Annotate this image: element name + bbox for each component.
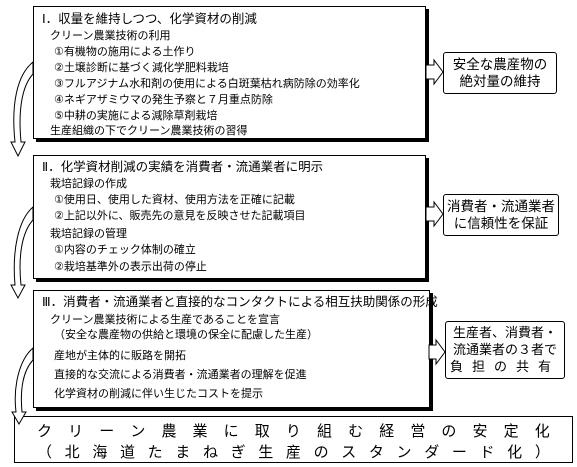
section-1-heading: Ⅰ．収量を維持しつつ、化学資材の削減 bbox=[42, 11, 257, 26]
conclusion-char: 組 bbox=[316, 422, 332, 440]
conclusion-char: 農 bbox=[161, 422, 177, 440]
conclusion-char: 化 bbox=[507, 443, 523, 461]
section-1-line: ②土壌診断に基づく減化学肥料栽培 bbox=[54, 61, 229, 74]
result-1-line: 安全な農産物の bbox=[452, 57, 548, 73]
conclusion-char: の bbox=[441, 422, 457, 440]
result-2-line: 消費者・流通業者 bbox=[447, 199, 555, 215]
curved-down-arrow-icon bbox=[11, 346, 34, 425]
result-box-2: 消費者・流通業者 に信頼性を保証 bbox=[443, 194, 559, 236]
conclusion-char: ー bbox=[451, 443, 467, 461]
section-3-line: 化学資材の削減に伴い生じたコストを提示 bbox=[54, 387, 263, 400]
section-2-line: ①使用日、使用した資材、使用方法を正確に記載 bbox=[54, 193, 295, 206]
section-3-line: 産地が主体的に販路を開拓 bbox=[54, 349, 186, 362]
section-3-line: 直接的な交流による消費者・流通業者の理解を促進 bbox=[54, 368, 307, 381]
conclusion-char: ク bbox=[37, 422, 53, 440]
curved-down-arrow-icon bbox=[10, 205, 34, 300]
result-3-line: 負担の共有 bbox=[449, 360, 560, 375]
section-2-line: 栽培記録の作成 bbox=[50, 177, 127, 190]
conclusion-char: 生 bbox=[258, 443, 274, 461]
section-2-line: ②上記以外に、販売先の意見を反映させた記載項目 bbox=[54, 209, 306, 222]
conclusion-char: ね bbox=[202, 443, 218, 461]
result-1-line: 絶対量の維持 bbox=[459, 74, 541, 90]
conclusion-line-1: クリーン農業に取り組む経営の安定化 bbox=[37, 420, 550, 441]
conclusion-char: た bbox=[147, 443, 163, 461]
right-arrow-icon bbox=[425, 58, 444, 86]
right-arrow-icon bbox=[425, 200, 444, 228]
conclusion-char: に bbox=[223, 422, 239, 440]
conclusion-box: クリーン農業に取り組む経営の安定化 （北海道たまねぎ生産のスタンダード化） bbox=[14, 416, 573, 463]
section-3-heading: Ⅲ．消費者・流通業者と直接的なコンタクトによる相互扶助関係の形成 bbox=[42, 294, 438, 309]
conclusion-char: ン bbox=[130, 422, 146, 440]
conclusion-char: 取 bbox=[254, 422, 270, 440]
conclusion-char: り bbox=[285, 422, 301, 440]
conclusion-char: 産 bbox=[285, 443, 301, 461]
section-2-line: 栽培記録の管理 bbox=[50, 227, 127, 240]
conclusion-char: ダ bbox=[424, 443, 440, 461]
section-1-box: Ⅰ．収量を維持しつつ、化学資材の削減 クリーン農業技術の利用 ①有機物の施用によ… bbox=[33, 6, 426, 139]
result-2-line: に信頼性を保証 bbox=[453, 216, 549, 232]
result-box-1: 安全な農産物の 絶対量の維持 bbox=[443, 52, 557, 94]
section-2-line: ①内容のチェック体制の確立 bbox=[54, 243, 196, 256]
conclusion-char: （ bbox=[37, 443, 53, 461]
conclusion-char: リ bbox=[68, 422, 84, 440]
section-2-heading: Ⅱ．化学資材削減の実績を消費者・流通業者に明示 bbox=[42, 159, 324, 174]
section-3-line: （安全な農産物の供給と環境の保全に配慮した生産） bbox=[54, 328, 318, 341]
section-1-line: 生産組織の下でクリーン農業技術の習得 bbox=[50, 124, 248, 137]
result-3-line: 生産者、消費者・ bbox=[452, 326, 557, 341]
conclusion-char: 定 bbox=[503, 422, 519, 440]
conclusion-char: 北 bbox=[64, 443, 80, 461]
conclusion-char: ー bbox=[99, 422, 115, 440]
conclusion-char: ス bbox=[341, 443, 357, 461]
section-1-line: ①有機物の施用による土作り bbox=[54, 45, 196, 58]
section-2-line: ②栽培基準外の表示出荷の停止 bbox=[54, 260, 207, 273]
conclusion-char: の bbox=[313, 443, 329, 461]
section-1-line: ⑤中耕の実施による減除草剤栽培 bbox=[54, 109, 218, 122]
conclusion-char: 経 bbox=[379, 422, 395, 440]
conclusion-char: ） bbox=[534, 443, 550, 461]
conclusion-char: ン bbox=[396, 443, 412, 461]
result-box-3: 生産者、消費者・ 流通業者の３者で 負担の共有 bbox=[445, 321, 565, 379]
conclusion-char: 海 bbox=[92, 443, 108, 461]
conclusion-char: タ bbox=[368, 443, 384, 461]
curved-down-arrow-icon bbox=[10, 60, 34, 158]
conclusion-char: ド bbox=[479, 443, 495, 461]
conclusion-char: む bbox=[348, 422, 364, 440]
conclusion-char: 道 bbox=[119, 443, 135, 461]
result-3-line: 流通業者の３者で bbox=[452, 343, 557, 358]
conclusion-char: 営 bbox=[410, 422, 426, 440]
conclusion-char: 化 bbox=[534, 422, 550, 440]
section-3-line: クリーン農業技術による生産であることを宣言 bbox=[50, 313, 281, 326]
section-1-line: ③フルアジナム水和剤の使用による白斑葉枯れ病防除の効率化 bbox=[54, 77, 360, 90]
section-1-line: クリーン農業技術の利用 bbox=[50, 29, 171, 42]
conclusion-char: ま bbox=[175, 443, 191, 461]
conclusion-char: 安 bbox=[472, 422, 488, 440]
section-1-line: ④ネギアザミウマの発生予察と７月重点防除 bbox=[54, 93, 273, 106]
conclusion-line-2: （ 北海道たまねぎ生産のスタンダード化 ） bbox=[37, 441, 550, 462]
right-arrow-icon bbox=[428, 338, 446, 366]
conclusion-char: 業 bbox=[192, 422, 208, 440]
conclusion-char: ぎ bbox=[230, 443, 246, 461]
section-2-box: Ⅱ．化学資材削減の実績を消費者・流通業者に明示 栽培記録の作成 ①使用日、使用し… bbox=[33, 155, 426, 279]
